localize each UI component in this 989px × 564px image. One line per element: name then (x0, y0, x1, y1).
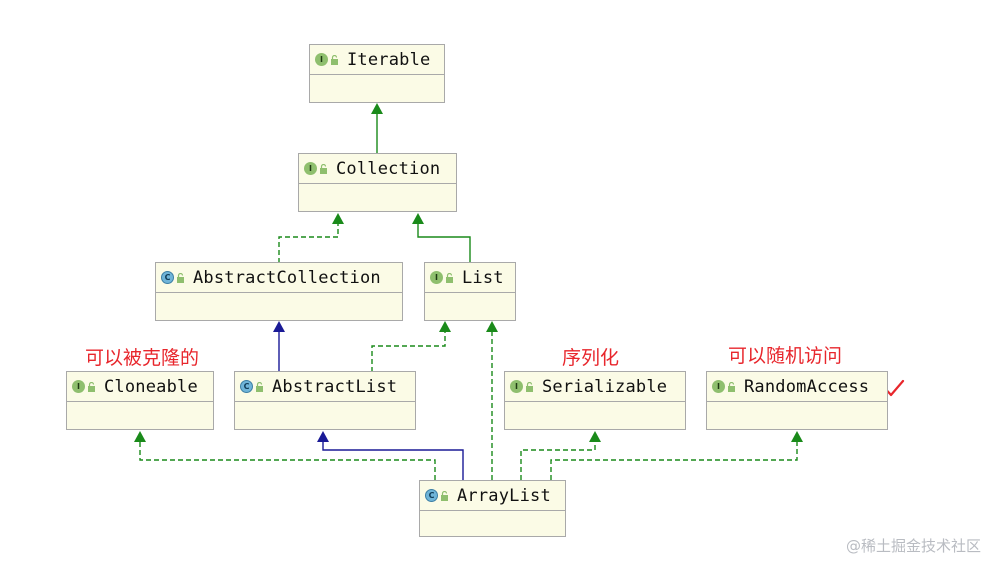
class-members-section (505, 402, 685, 429)
edge-list-extends-collection (412, 213, 471, 263)
class-box-random-access[interactable]: I RandomAccess (706, 371, 888, 430)
class-members-section (67, 402, 213, 429)
class-members-section (420, 511, 565, 536)
class-name: Cloneable (104, 376, 198, 397)
class-header: I List (425, 263, 515, 293)
class-header: I Cloneable (67, 372, 213, 402)
lock-icon (446, 272, 453, 283)
class-box-cloneable[interactable]: I Cloneable (66, 371, 214, 430)
class-box-serializable[interactable]: I Serializable (504, 371, 686, 430)
class-header: I RandomAccess (707, 372, 887, 402)
class-header: I Serializable (505, 372, 685, 402)
edge-arraylist-implements-cloneable (134, 431, 436, 480)
lock-icon (331, 54, 338, 65)
class-box-collection[interactable]: I Collection (298, 153, 457, 212)
class-members-section (235, 402, 415, 429)
class-name: RandomAccess (744, 376, 870, 397)
class-header: I Collection (299, 154, 456, 184)
edge-arraylist-implements-list (486, 321, 498, 480)
interface-badge-icon: I (430, 271, 443, 284)
lock-icon (526, 381, 533, 392)
class-name: ArrayList (457, 485, 551, 506)
abstract-class-badge-icon: C (240, 380, 253, 393)
edge-abstractlist-implements-list (371, 321, 451, 372)
class-name: Collection (336, 158, 441, 179)
class-header: I Iterable (310, 45, 444, 75)
lock-icon (177, 272, 184, 283)
lock-icon (320, 163, 327, 174)
edge-arraylist-implements-randomaccess (550, 431, 803, 480)
class-members-section (707, 402, 887, 429)
interface-badge-icon: I (712, 380, 725, 393)
class-header: C ArrayList (420, 481, 565, 511)
lock-icon (728, 381, 735, 392)
edge-abstractlist-extends-abstractcollection (273, 321, 285, 372)
lock-icon (441, 490, 448, 501)
edge-collection-extends-iterable (371, 103, 383, 153)
class-members-section (310, 75, 444, 102)
class-badge-icon: C (425, 489, 438, 502)
annotation-serializable: 序列化 (562, 347, 620, 369)
edge-arraylist-implements-serializable (520, 431, 601, 480)
class-name: List (462, 267, 504, 288)
class-name: Iterable (347, 49, 431, 70)
class-box-abstract-collection[interactable]: C AbstractCollection (155, 262, 403, 321)
class-header: C AbstractCollection (156, 263, 402, 293)
abstract-class-badge-icon: C (161, 271, 174, 284)
class-box-abstract-list[interactable]: C AbstractList (234, 371, 416, 430)
class-box-array-list[interactable]: C ArrayList (419, 480, 566, 537)
edge-arraylist-extends-abstractlist (317, 431, 464, 480)
lock-icon (256, 381, 263, 392)
class-name: AbstractList (272, 376, 398, 397)
class-name: Serializable (542, 376, 668, 397)
class-box-iterable[interactable]: I Iterable (309, 44, 445, 103)
annotation-cloneable: 可以被克隆的 (85, 347, 200, 369)
class-members-section (425, 293, 515, 320)
class-name: AbstractCollection (193, 267, 381, 288)
class-members-section (156, 293, 402, 320)
class-header: C AbstractList (235, 372, 415, 402)
interface-badge-icon: I (72, 380, 85, 393)
interface-badge-icon: I (304, 162, 317, 175)
interface-badge-icon: I (510, 380, 523, 393)
class-box-list[interactable]: I List (424, 262, 516, 321)
watermark: @稀土掘金技术社区 (845, 537, 981, 555)
edge-abstractcollection-implements-collection (278, 213, 344, 263)
lock-icon (88, 381, 95, 392)
class-members-section (299, 184, 456, 211)
interface-badge-icon: I (315, 53, 328, 66)
annotation-random-access: 可以随机访问 (728, 345, 843, 367)
